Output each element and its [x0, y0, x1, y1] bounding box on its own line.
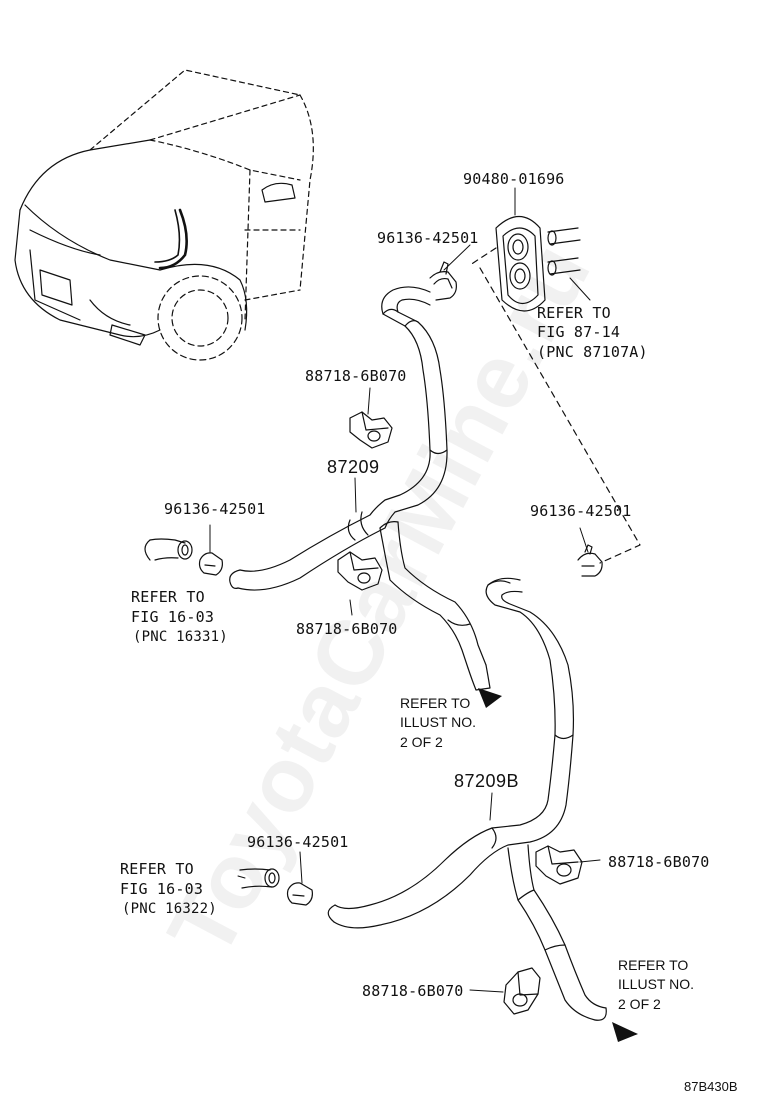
pipe-left [144, 538, 223, 576]
refer-line: FIG 87-14 [537, 323, 621, 341]
clamp-bracket-right [535, 845, 583, 885]
hose-87209 [229, 286, 491, 691]
refer-line: 2 OF 2 [400, 734, 443, 750]
refer-line: (PNC 16322) [122, 901, 217, 917]
part-number-87209: 87209 [327, 457, 380, 477]
grommet-part [495, 215, 581, 312]
pipe-lower-left [239, 868, 313, 906]
refer-line: ILLUST NO. [400, 714, 476, 730]
refer-line: REFER TO [618, 957, 689, 973]
part-number-96136-42501-lower: 96136-42501 [247, 833, 349, 851]
figure-id: 87B430B [684, 1079, 738, 1094]
arrow-icon [612, 1022, 638, 1042]
refer-line: FIG 16-03 [131, 608, 215, 626]
arrow-icon [478, 688, 502, 708]
part-number-90480-01696: 90480-01696 [463, 170, 565, 188]
clamp-bracket-bottom [503, 967, 541, 1015]
refer-line: REFER TO [120, 860, 194, 878]
hose-87209b [327, 577, 607, 1021]
part-number-96136-42501-right: 96136-42501 [530, 502, 632, 520]
clamp-right [577, 544, 603, 577]
refer-line: REFER TO [400, 695, 471, 711]
clamp-top [429, 261, 457, 301]
part-number-88718-6b070-mid: 88718-6B070 [296, 620, 398, 638]
part-number-96136-42501-top: 96136-42501 [377, 229, 479, 247]
refer-line: ILLUST NO. [618, 976, 694, 992]
refer-line: REFER TO [131, 588, 205, 606]
part-number-88718-6b070-bottom: 88718-6B070 [362, 982, 464, 1000]
refer-line: 2 OF 2 [618, 996, 661, 1012]
part-number-88718-6b070-right: 88718-6B070 [608, 853, 710, 871]
part-number-96136-42501-left: 96136-42501 [164, 500, 266, 518]
part-number-88718-6b070-top: 88718-6B070 [305, 367, 407, 385]
refer-line: FIG 16-03 [120, 880, 204, 898]
vehicle-illustration [14, 69, 314, 361]
refer-line: (PNC 87107A) [537, 343, 648, 361]
clamp-bracket-top [349, 411, 393, 449]
part-number-87209b: 87209B [454, 771, 520, 791]
refer-line: REFER TO [537, 304, 611, 322]
refer-line: (PNC 16331) [133, 629, 228, 645]
clamp-bracket-mid [337, 551, 383, 591]
